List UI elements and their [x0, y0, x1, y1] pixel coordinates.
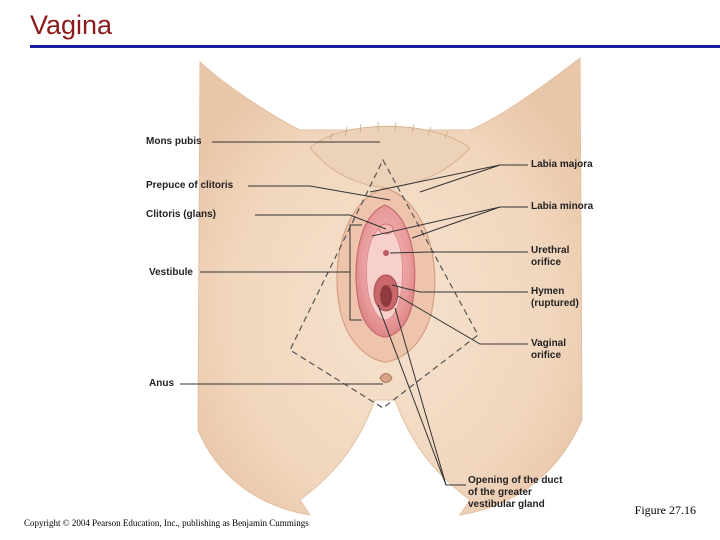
anus-shape	[379, 373, 393, 383]
label-duct-line1: Opening of the duct	[468, 475, 563, 486]
label-urethral-orifice-line2: orifice	[531, 257, 562, 268]
slide-title: Vagina	[30, 10, 113, 40]
label-hymen-line1: Hymen	[531, 286, 565, 297]
label-duct-line3: vestibular gland	[468, 499, 545, 510]
label-vaginal-orifice: Vaginal orifice	[531, 338, 566, 362]
label-urethral-orifice: Urethral orifice	[531, 245, 569, 269]
label-prepuce-of-clitoris: Prepuce of clitoris	[146, 180, 234, 191]
label-clitoris-glans: Clitoris (glans)	[146, 209, 217, 220]
label-vaginal-orifice-line2: orifice	[531, 350, 562, 361]
label-anus: Anus	[149, 378, 174, 389]
label-greater-vestibular-gland-duct: Opening of the duct of the greater vesti…	[468, 475, 562, 511]
copyright-notice: Copyright © 2004 Pearson Education, Inc.…	[24, 518, 309, 528]
label-labia-majora: Labia majora	[531, 159, 593, 170]
title-divider	[30, 45, 720, 48]
label-hymen: Hymen (ruptured)	[531, 286, 579, 310]
label-duct-line2: of the greater	[468, 487, 532, 498]
label-hymen-line2: (ruptured)	[531, 298, 579, 309]
figure-number: Figure 27.16	[634, 503, 696, 517]
label-vaginal-orifice-line1: Vaginal	[531, 338, 567, 349]
label-urethral-orifice-line1: Urethral	[531, 245, 570, 256]
urethral-orifice-shape	[383, 250, 389, 256]
label-labia-minora: Labia minora	[531, 201, 594, 212]
label-mons-pubis: Mons pubis	[146, 136, 202, 147]
label-vestibule: Vestibule	[149, 267, 193, 278]
perineum-boundary	[289, 158, 479, 409]
